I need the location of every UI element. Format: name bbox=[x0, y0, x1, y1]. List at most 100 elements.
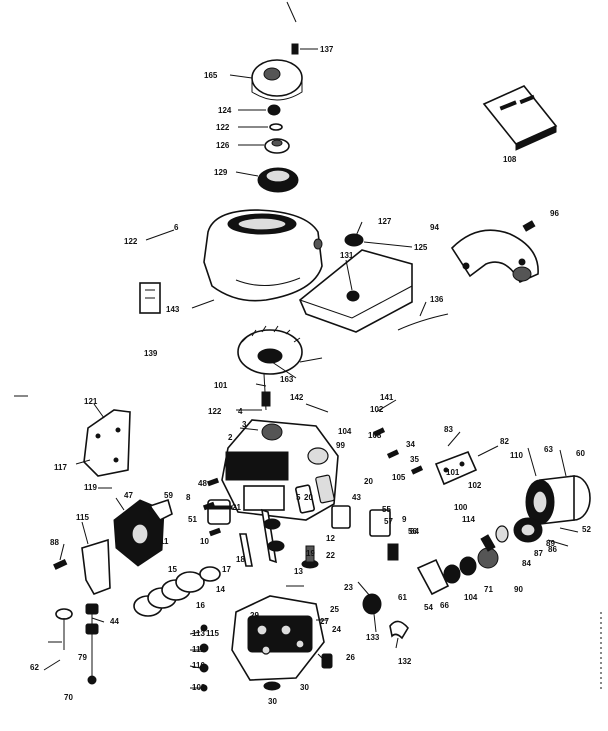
gasket-ring-part bbox=[133, 566, 221, 617]
part-number-label: 165 bbox=[204, 71, 218, 80]
part-number-label: 94 bbox=[430, 223, 439, 232]
bracket-part bbox=[81, 538, 111, 595]
part-number-label: 23 bbox=[344, 583, 353, 592]
part-number-label: 137 bbox=[320, 45, 334, 54]
part-number-label: 84 bbox=[522, 559, 531, 568]
part-number-label: 27 bbox=[320, 617, 329, 626]
leader-lines bbox=[43, 48, 579, 689]
oil-fill-part bbox=[321, 653, 333, 669]
part-number-label: 108 bbox=[192, 683, 206, 692]
part-number-label: 26 bbox=[346, 653, 355, 662]
part-number-label: 8 bbox=[186, 493, 191, 502]
filter-ring-part bbox=[257, 167, 299, 193]
part-number-label: 117 bbox=[54, 463, 67, 472]
part-number-label: 16 bbox=[196, 601, 205, 610]
screw-part bbox=[53, 558, 68, 570]
nut-part bbox=[267, 104, 281, 116]
part-number-label: 29 bbox=[250, 611, 259, 620]
blower-housing-part bbox=[203, 209, 323, 302]
part-number-label: 44 bbox=[110, 617, 119, 626]
part-number-label: 115 bbox=[206, 629, 219, 638]
part-number-label: 104 bbox=[464, 593, 478, 602]
part-number-label: 60 bbox=[576, 449, 585, 458]
bearing-part bbox=[301, 545, 319, 569]
screw-column-part bbox=[199, 624, 209, 692]
part-number-label: 83 bbox=[444, 425, 453, 434]
muffler-guard-part bbox=[513, 517, 543, 543]
part-number-label: 35 bbox=[410, 455, 419, 464]
flywheel-part bbox=[237, 325, 323, 411]
part-number-label: 122 bbox=[124, 237, 138, 246]
part-number-label: 54 bbox=[424, 603, 433, 612]
washer-part bbox=[269, 123, 283, 131]
part-number-label: 119 bbox=[84, 483, 97, 492]
part-number-label: 139 bbox=[144, 349, 158, 358]
part-number-label: 89 bbox=[546, 539, 555, 548]
crankshaft-part bbox=[261, 508, 285, 564]
part-number-label: 4 bbox=[238, 407, 243, 416]
part-number-label: 51 bbox=[188, 515, 197, 524]
breather-cover-part bbox=[83, 409, 131, 477]
gasket-part bbox=[295, 474, 335, 514]
part-number-label: 15 bbox=[168, 565, 177, 574]
air-shroud-part bbox=[450, 229, 539, 284]
part-number-label: 25 bbox=[330, 605, 339, 614]
part-number-label: 13 bbox=[294, 567, 303, 576]
part-number-label: 6 bbox=[174, 223, 179, 232]
connecting-rod-part bbox=[239, 533, 253, 567]
spark-plug-part bbox=[480, 534, 496, 552]
part-number-label: 126 bbox=[216, 141, 230, 150]
part-number-label: 122 bbox=[208, 407, 222, 416]
part-number-label: 52 bbox=[582, 525, 591, 534]
part-number-label: 71 bbox=[484, 585, 493, 594]
part-number-label: 61 bbox=[398, 593, 407, 602]
part-number-label: 70 bbox=[64, 693, 73, 702]
part-number-label: 64 bbox=[410, 527, 419, 536]
part-number-label: 79 bbox=[78, 653, 87, 662]
part-number-labels: 1371651241221261291081279496122612513114… bbox=[30, 45, 591, 706]
part-number-label: 96 bbox=[550, 209, 559, 218]
part-number-label: 17 bbox=[222, 565, 231, 574]
governor-linkage-part bbox=[85, 603, 99, 685]
part-number-label: 5 bbox=[296, 493, 301, 502]
part-number-label: 101 bbox=[446, 468, 460, 477]
part-number-label: 100 bbox=[454, 503, 468, 512]
part-number-label: 99 bbox=[336, 441, 345, 450]
part-number-label: 141 bbox=[380, 393, 394, 402]
part-number-label: 88 bbox=[50, 538, 59, 547]
part-number-label: 82 bbox=[500, 437, 509, 446]
carburetor-part bbox=[113, 498, 173, 567]
part-number-label: 111 bbox=[192, 645, 205, 654]
engine-base-part bbox=[231, 595, 325, 681]
muffler-part bbox=[525, 475, 591, 525]
screw-part bbox=[291, 43, 299, 55]
part-number-label: 55 bbox=[382, 505, 391, 514]
gear-part bbox=[362, 593, 409, 640]
part-number-label: 115 bbox=[76, 513, 89, 522]
part-number-label: 113 bbox=[192, 629, 205, 638]
part-number-label: 136 bbox=[430, 295, 444, 304]
part-number-label: 6 bbox=[148, 505, 153, 514]
part-number-label: 104 bbox=[338, 427, 352, 436]
part-number-label: 30 bbox=[300, 683, 309, 692]
part-number-label: 47 bbox=[124, 491, 133, 500]
part-number-label: 20 bbox=[364, 477, 373, 486]
exhaust-elbow-part bbox=[416, 547, 499, 596]
part-number-label: 163 bbox=[280, 375, 294, 384]
owners-manual-part bbox=[482, 85, 558, 151]
part-number-label: 87 bbox=[534, 549, 543, 558]
part-number-label: 24 bbox=[332, 625, 341, 634]
part-number-label: 9 bbox=[402, 515, 407, 524]
part-number-label: 125 bbox=[414, 243, 428, 252]
part-number-label: 43 bbox=[352, 493, 361, 502]
part-number-label: 10 bbox=[200, 537, 209, 546]
part-number-label: 3 bbox=[242, 420, 247, 429]
screw-part bbox=[522, 220, 536, 232]
part-number-label: 14 bbox=[216, 585, 225, 594]
decal-part bbox=[139, 282, 161, 314]
part-number-label: 110 bbox=[192, 661, 205, 670]
seal-part bbox=[263, 681, 281, 691]
part-number-label: 121 bbox=[84, 397, 98, 406]
part-number-label: 108 bbox=[503, 155, 517, 164]
part-number-label: 57 bbox=[384, 517, 393, 526]
